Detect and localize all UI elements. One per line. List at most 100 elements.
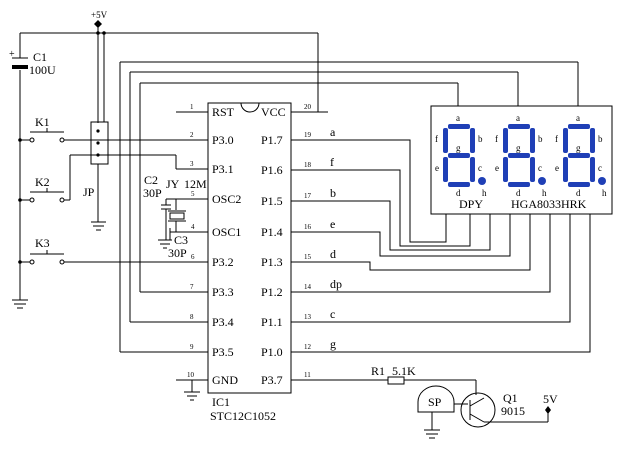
button-k2: K2 [20, 154, 177, 203]
pin-num-9: 9 [190, 343, 194, 351]
segment-b [530, 128, 535, 153]
segment-letter-d: d [516, 188, 521, 198]
ic1-part-label: STC12C1052 [210, 409, 276, 423]
segment-letter-a: a [576, 113, 580, 123]
segment-letter-f: f [495, 134, 498, 144]
pin-num-6: 6 [191, 253, 195, 261]
pin-name-p11: P1.1 [261, 315, 283, 329]
button-k3: K3 [20, 236, 176, 265]
segment-d [448, 182, 470, 187]
pin-num-13: 13 [304, 313, 312, 321]
pin-num-20: 20 [304, 103, 312, 111]
speaker-sp [417, 385, 455, 413]
net-label-b: b [330, 186, 336, 200]
pin-name-p14: P1.4 [261, 225, 283, 239]
segment-f [563, 128, 568, 153]
pin-num-16: 16 [304, 223, 312, 231]
net-label-a: a [330, 125, 336, 139]
pin-num-7: 7 [190, 283, 194, 291]
pin-name-p16: P1.6 [261, 163, 283, 177]
ground-symbol-left [12, 299, 28, 309]
segment-a [508, 124, 530, 129]
c3-value-label: 30P [168, 246, 187, 260]
r1-value-label: 5.1K [392, 364, 416, 378]
net-label-dp: dp [330, 277, 342, 291]
segment-c [530, 157, 535, 182]
pin-num-12: 12 [304, 343, 312, 351]
segment-b [470, 128, 475, 153]
pin-name-p12: P1.2 [261, 285, 283, 299]
pin-num-11: 11 [304, 371, 311, 379]
ic1-chip: 1 2 3 5 4 6 7 8 9 10 RST P3.0 P3.1 OSC2 … [176, 102, 342, 423]
svg-text:+: + [9, 49, 15, 60]
ic1-left-pins: 1 2 3 5 4 6 7 8 9 10 RST P3.0 P3.1 OSC2 … [176, 103, 241, 387]
segment-e [443, 157, 448, 182]
supply-5v-label-right: 5V [543, 392, 558, 406]
pin-name-gnd: GND [212, 373, 238, 387]
c1-ref-label: C1 [33, 50, 47, 64]
supply-5v-label: +5V [91, 10, 108, 20]
pin-num-15: 15 [304, 253, 312, 261]
c1-value-label: 100U [29, 63, 56, 77]
segment-a [448, 124, 470, 129]
segment-wires [328, 139, 591, 353]
segment-letter-b: b [538, 134, 543, 144]
pin-name-p35: P3.5 [212, 345, 234, 359]
buzzer-driver: R1 5.1K SP Q1 9015 5V [328, 364, 558, 439]
pin-name-p32: P3.2 [212, 255, 234, 269]
segment-letter-e: e [435, 163, 439, 173]
pin-name-p10: P1.0 [261, 345, 283, 359]
segment-letter-g: g [456, 143, 461, 153]
button-k1: K1 [20, 115, 208, 143]
segment-letter-g: g [576, 143, 581, 153]
net-label-e: e [330, 217, 335, 231]
segment-letter-a: a [516, 113, 520, 123]
segment-d [508, 182, 530, 187]
jp-ref-label: JP [83, 185, 95, 199]
pin-name-p31: P3.1 [212, 162, 234, 176]
capacitor-c1: + C1 100U [9, 49, 56, 77]
pin-num-17: 17 [304, 192, 312, 200]
jumper-jp: JP [83, 121, 109, 231]
pin-name-osc2: OSC2 [212, 192, 241, 206]
segment-letter-a: a [456, 113, 460, 123]
ic1-ref-label: IC1 [212, 395, 230, 409]
supply-5v-node-right [545, 406, 551, 414]
pin-name-p33: P3.3 [212, 285, 234, 299]
segment-letter-g: g [516, 143, 521, 153]
segment-dp [478, 177, 486, 185]
digit-common-wires [119, 61, 579, 353]
c2-value-label: 30P [143, 186, 162, 200]
r1-ref-label: R1 [371, 364, 385, 378]
pin-name-vcc: VCC [261, 105, 286, 119]
segment-g [568, 153, 590, 158]
segment-letter-e: e [555, 163, 559, 173]
segment-letter-d: d [456, 188, 461, 198]
pin-num-18: 18 [304, 161, 312, 169]
segment-e [503, 157, 508, 182]
q1-ref-label: Q1 [503, 391, 518, 405]
pin-num-14: 14 [304, 283, 312, 291]
c2-ref-label: C2 [144, 173, 158, 187]
transistor-q1 [460, 392, 496, 428]
sp-ref-label: SP [428, 395, 442, 409]
pin-num-1: 1 [190, 103, 194, 111]
pin-name-p37: P3.7 [261, 373, 283, 387]
pin-name-osc1: OSC1 [212, 225, 241, 239]
segment-letter-h: h [482, 188, 487, 198]
segment-g [448, 153, 470, 158]
net-label-g: g [330, 337, 336, 351]
pin-num-8: 8 [190, 313, 194, 321]
pin-name-p34: P3.4 [212, 315, 234, 329]
segment-letter-f: f [435, 134, 438, 144]
pin-name-p17: P1.7 [261, 133, 283, 147]
display-label-dpy: DPY [459, 197, 483, 211]
segment-c [590, 157, 595, 182]
pin-num-5: 5 [191, 190, 195, 198]
segment-f [503, 128, 508, 153]
segment-letter-f: f [555, 134, 558, 144]
